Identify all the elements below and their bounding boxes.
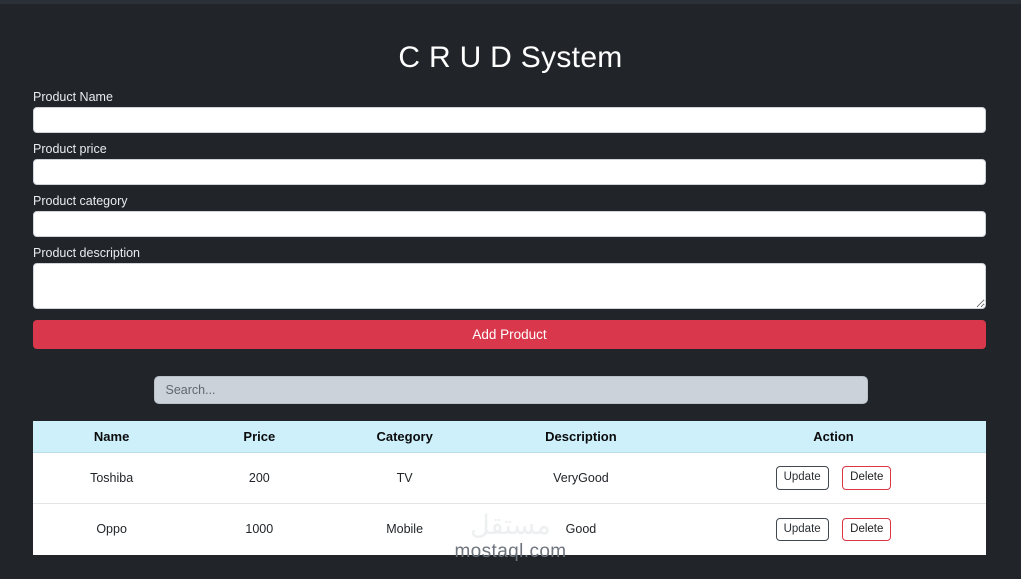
column-header-category[interactable]: Category [328,421,481,453]
table-row: Oppo 1000 Mobile Good Update Delete [33,503,986,555]
delete-button[interactable]: Delete [842,466,892,490]
product-category-label: Product category [33,194,128,208]
cell-action: Update Delete [681,503,986,555]
add-product-button[interactable]: Add Product [33,320,986,349]
column-header-price[interactable]: Price [190,421,329,453]
product-description-label: Product description [33,246,141,260]
cell-price: 200 [248,471,270,485]
table-row: Toshiba 200 TV VeryGood Update Delete [33,453,986,504]
delete-button[interactable]: Delete [842,517,892,541]
cell-name: Toshiba [90,471,134,485]
search-input[interactable] [153,376,868,404]
cell-description: VeryGood [553,471,609,485]
window-top-edge [0,0,1021,4]
cell-price: 1000 [190,503,329,555]
table-body: Toshiba 200 TV VeryGood Update Delete Op… [33,453,986,555]
product-category-input[interactable] [33,211,986,237]
cell-category: TV [396,471,413,485]
column-header-description[interactable]: Description [480,421,681,453]
column-header-name[interactable]: Name [33,421,191,453]
product-price-label: Product price [33,142,107,156]
table-header: Name Price Category Description Action [33,421,986,453]
product-name-input[interactable] [33,107,986,133]
update-button[interactable]: Update [775,466,829,490]
cell-category: Mobile [328,503,481,555]
products-table: Name Price Category Description Action T… [33,421,986,555]
table-header-row: Name Price Category Description Action [33,421,986,453]
update-button[interactable]: Update [775,517,829,541]
product-price-input[interactable] [33,159,986,185]
cell-name: Oppo [33,503,191,555]
product-name-label: Product Name [33,90,113,104]
column-header-action[interactable]: Action [681,421,986,453]
page-title: C R U D System [398,41,623,74]
cell-description: Good [480,503,681,555]
product-form: Product Name Product price Product categ… [33,90,988,349]
product-description-textarea[interactable] [33,263,986,309]
cell-action: Update Delete [681,453,986,504]
search-bar [33,376,988,404]
